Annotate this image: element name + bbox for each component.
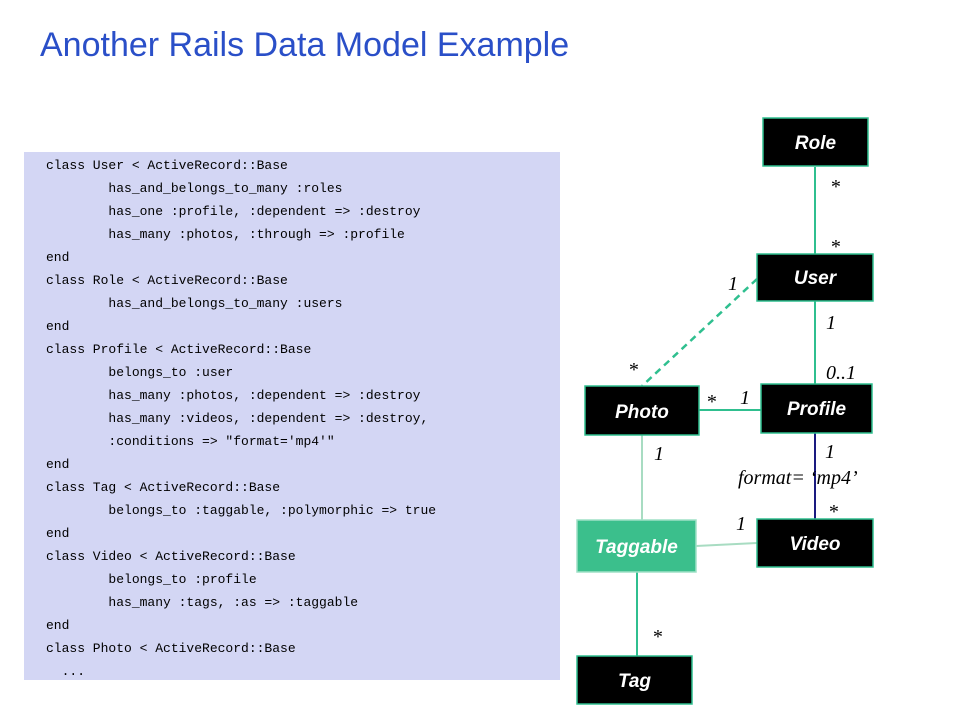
connector-user-photo [641,278,758,387]
code-line: end [46,319,70,334]
entity-photo: Photo [584,385,700,436]
multiplicity-label: 0..1 [826,362,856,384]
multiplicity-label: * [628,359,638,381]
code-line: end [46,457,70,472]
code-line: end [46,526,70,541]
code-line: belongs_to :taggable, :polymorphic => tr… [46,503,437,518]
code-line: class Role < ActiveRecord::Base [46,273,288,288]
code-line: class User < ActiveRecord::Base [46,158,288,173]
connector-taggable-video [695,542,758,547]
code-line: class Photo < ActiveRecord::Base [46,641,296,656]
multiplicity-label: * [706,391,716,413]
multiplicity-label: 1 [740,387,750,409]
code-panel: class User < ActiveRecord::Base has_and_… [24,152,560,680]
multiplicity-label: 1 [826,312,836,334]
multiplicity-label: 1 [728,273,738,295]
code-line: class Video < ActiveRecord::Base [46,549,296,564]
entity-user-label: User [794,268,838,289]
entity-role: Role [762,117,869,167]
page-title: Another Rails Data Model Example [40,26,570,64]
entity-taggable: Taggable [576,519,697,573]
code-line: end [46,618,70,633]
code-line: end [46,250,70,265]
code-line: has_many :tags, :as => :taggable [46,595,359,610]
condition-label: format= ‘mp4’ [738,467,858,489]
code-line: class Profile < ActiveRecord::Base [46,342,312,357]
multiplicity-label: 1 [825,441,835,463]
multiplicity-label: * [830,236,840,258]
data-model-diagram: Role User Profile Photo Video Taggable T… [576,117,874,705]
entity-tag: Tag [576,655,693,705]
code-line: belongs_to :user [46,365,234,380]
code-line: :conditions => "format='mp4'" [46,434,335,449]
multiplicity-label: 1 [736,513,746,535]
entity-role-label: Role [795,133,837,154]
code-line: has_and_belongs_to_many :users [46,296,343,311]
entity-photo-label: Photo [615,402,669,423]
code-line: has_many :videos, :dependent => :destroy… [46,411,429,426]
multiplicity-label: 1 [654,443,664,465]
multiplicity-label: * [652,626,662,648]
code-line: has_and_belongs_to_many :roles [46,181,343,196]
entity-profile-label: Profile [787,399,847,420]
entity-tag-label: Tag [618,671,651,692]
code-line: ... [46,664,86,679]
entity-video: Video [756,518,874,568]
code-line: has_one :profile, :dependent => :destroy [46,204,421,219]
entity-taggable-label: Taggable [595,537,678,558]
entity-profile: Profile [760,383,873,434]
code-line: belongs_to :profile [46,572,257,587]
code-line: class Tag < ActiveRecord::Base [46,480,281,495]
code-line: has_many :photos, :through => :profile [46,227,405,242]
multiplicity-label: * [828,501,838,523]
entity-user: User [756,253,874,302]
entity-video-label: Video [789,534,840,555]
multiplicity-label: * [830,176,840,198]
code-line: has_many :photos, :dependent => :destroy [46,388,421,403]
